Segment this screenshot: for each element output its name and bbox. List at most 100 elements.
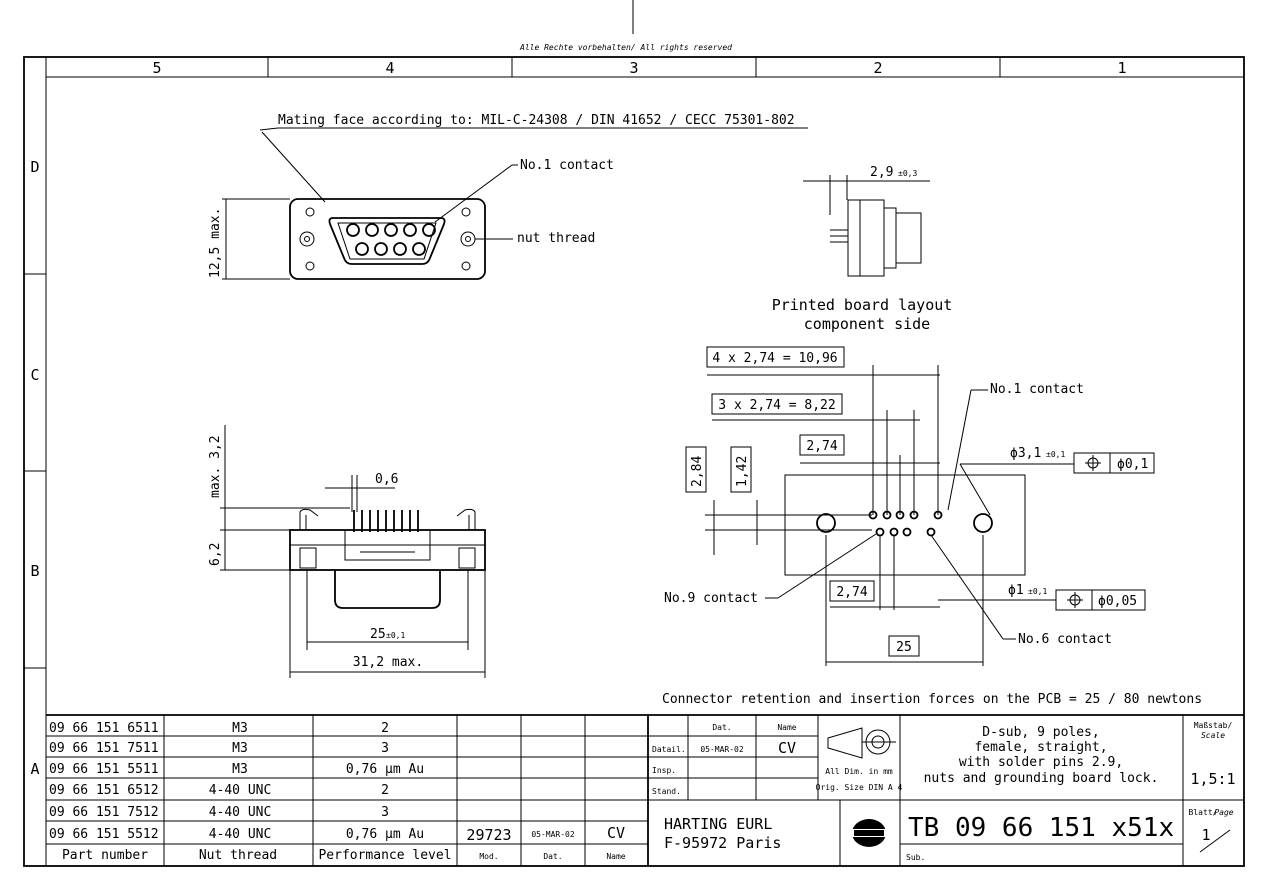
pin-row-bottom: [355, 242, 426, 256]
datail-label: Datail.: [652, 745, 686, 754]
footer-date: Dat.: [543, 852, 562, 861]
dim-12-5-max: 12,5 max.: [208, 208, 223, 278]
datail-name: CV: [778, 739, 796, 757]
projection-symbol-icon: [827, 727, 896, 759]
description-line-4: nuts and grounding board lock.: [924, 771, 1159, 786]
nut-thread-label: nut thread: [517, 231, 595, 246]
nut-thread-3: M3: [232, 762, 248, 777]
column-label-1: 1: [1117, 59, 1126, 77]
mating-face-view: Mating face according to: MIL-C-24308 / …: [208, 113, 808, 280]
footer-mod: Mod.: [479, 852, 498, 861]
performance-level-3: 0,76 µm Au: [346, 762, 424, 777]
sub-label: Sub.: [906, 853, 925, 862]
part-number-2: 09 66 151 7511: [49, 741, 159, 756]
row-label-c: C: [30, 366, 39, 384]
tol-phi-0-05: ϕ0,05: [1098, 594, 1137, 609]
performance-level-5: 3: [381, 805, 389, 820]
part-number-3: 09 66 151 5511: [49, 762, 159, 777]
title-block: Dat. Name Datail. 05-MAR-02 CV Insp. Sta…: [648, 715, 1244, 866]
column-label-4: 4: [385, 59, 394, 77]
footer-nut-thread: Nut thread: [199, 848, 277, 863]
tol-0-1-front: ±0,1: [386, 631, 405, 640]
pcb-title-1: Printed board layout: [772, 296, 953, 314]
retention-note: Connector retention and insertion forces…: [662, 692, 1202, 707]
dim-6-2: 6,2: [208, 543, 223, 566]
column-label-2: 2: [873, 59, 882, 77]
nut-thread-2: M3: [232, 741, 248, 756]
performance-level-2: 3: [381, 741, 389, 756]
performance-level-6: 0,76 µm Au: [346, 827, 424, 842]
drawing-frame: Alle Rechte vorbehalten/ All rights rese…: [23, 0, 1245, 867]
nut-thread-5: 4-40 UNC: [209, 805, 272, 820]
part-number-1: 09 66 151 6511: [49, 721, 159, 736]
copyright-note: Alle Rechte vorbehalten/ All rights rese…: [519, 43, 732, 52]
scale-label-1: Maßstab/: [1194, 721, 1233, 730]
tol-0-3: ±0,3: [898, 169, 917, 178]
description-line-3: with solder pins 2.9,: [959, 755, 1123, 770]
pcb-holes-bottom: [875, 527, 936, 537]
solder-pins: [353, 510, 419, 532]
footer-performance-level: Performance level: [318, 848, 451, 863]
footer-name: Name: [606, 852, 625, 861]
drawing-number: TB 09 66 151 x51x: [908, 813, 1174, 843]
parts-table: 09 66 151 6511 M3 2 09 66 151 7511 M3 3 …: [46, 714, 1244, 866]
revision-date: 05-MAR-02: [531, 830, 575, 839]
pcb-title-2: component side: [804, 315, 930, 333]
nut-thread-1: M3: [232, 721, 248, 736]
part-number-4: 09 66 151 6512: [49, 783, 159, 798]
dims-note-2: Orig. Size DIN A 4: [816, 783, 903, 792]
tol-0-1-b: ±0,1: [1028, 587, 1047, 596]
dim-max-3-2: max. 3,2: [208, 435, 223, 498]
sheet-label-2: Page: [1214, 808, 1233, 817]
no1-contact-pcb-label: No.1 contact: [990, 382, 1084, 397]
row-label-d: D: [30, 158, 39, 176]
insp-label: Insp.: [652, 766, 676, 775]
dim-3x274: 3 x 2,74 = 8,22: [718, 398, 835, 413]
nut-thread-4: 4-40 UNC: [209, 783, 272, 798]
dim-2-9: 2,9: [870, 165, 893, 180]
stand-label: Stand.: [652, 787, 681, 796]
front-view: max. 3,2 6,2 0,6 25 ±0,: [208, 425, 486, 678]
scale-label-2: Scale: [1201, 731, 1225, 740]
no1-contact-label: No.1 contact: [520, 158, 614, 173]
mating-face-note: Mating face according to: MIL-C-24308 / …: [278, 113, 795, 128]
name-label: Name: [777, 723, 796, 732]
dim-1-42: 1,42: [735, 456, 750, 487]
sheet-label-1: Blatt/: [1189, 808, 1218, 817]
dim-25-box: 25: [896, 640, 912, 655]
tol-0-1-a: ±0,1: [1046, 450, 1065, 459]
pin-row-top: [346, 223, 436, 237]
nut-thread-6: 4-40 UNC: [209, 827, 272, 842]
dim-2-74-top: 2,74: [806, 439, 837, 454]
datail-date: 05-MAR-02: [700, 745, 744, 754]
pcb-layout: Printed board layout component side 4 x …: [664, 296, 1155, 666]
performance-level-4: 2: [381, 783, 389, 798]
dim-25-front: 25: [370, 627, 386, 642]
revision-number: 29723: [466, 826, 511, 844]
dim-phi-3-1: ϕ3,1: [1010, 446, 1041, 461]
part-number-5: 09 66 151 7512: [49, 805, 159, 820]
revision-name: CV: [607, 824, 625, 842]
dat-label: Dat.: [712, 723, 731, 732]
description-line-1: D-sub, 9 poles,: [982, 725, 1099, 740]
row-label-a: A: [30, 760, 39, 778]
sheet-value: 1: [1201, 826, 1210, 844]
tol-phi-0-1: ϕ0,1: [1117, 457, 1148, 472]
performance-level-1: 2: [381, 721, 389, 736]
dim-4x274: 4 x 2,74 = 10,96: [712, 351, 837, 366]
footer-part-number: Part number: [62, 848, 148, 863]
part-number-6: 09 66 151 5512: [49, 827, 159, 842]
description-line-2: female, straight,: [974, 740, 1107, 755]
dim-2-74-bottom: 2,74: [836, 585, 867, 600]
row-label-b: B: [30, 562, 39, 580]
no9-contact-label: No.9 contact: [664, 591, 758, 606]
dims-note-1: All Dim. in mm: [825, 767, 893, 776]
dim-31-2-max: 31,2 max.: [353, 655, 423, 670]
dim-2-84: 2,84: [690, 456, 705, 487]
column-label-3: 3: [629, 59, 638, 77]
dim-0-6: 0,6: [375, 472, 398, 487]
scale-value: 1,5:1: [1190, 770, 1235, 788]
harting-logo-icon: [852, 819, 886, 847]
no6-contact-label: No.6 contact: [1018, 632, 1112, 647]
